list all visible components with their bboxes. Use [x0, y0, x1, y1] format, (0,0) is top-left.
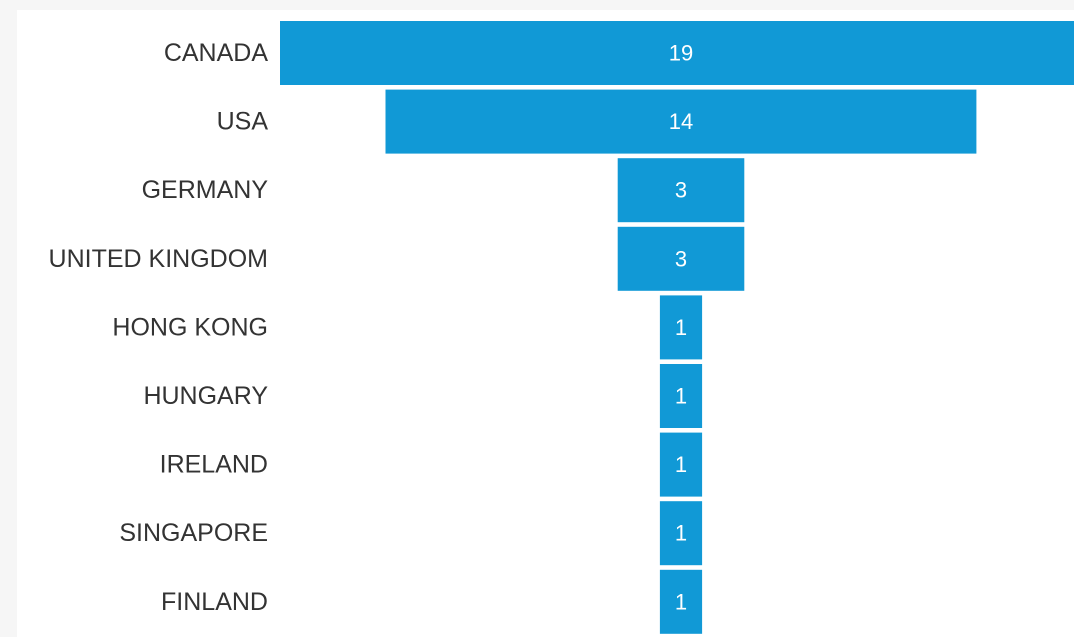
value-label: 1	[675, 452, 687, 477]
value-label: 1	[675, 521, 687, 546]
bar-canada[interactable]	[280, 21, 1074, 85]
bars	[280, 21, 1074, 634]
category-label: CANADA	[164, 39, 269, 67]
category-labels: CANADA USA GERMANY UNITED KINGDOM HONG KONG H…	[49, 39, 269, 616]
value-label: 1	[675, 384, 687, 409]
value-label: 1	[675, 315, 687, 340]
value-label: 3	[675, 178, 687, 203]
value-label: 14	[669, 109, 693, 134]
category-label: IRELAND	[160, 451, 268, 479]
bar-singapore[interactable]	[659, 501, 703, 566]
category-label: UNITED KINGDOM	[49, 245, 268, 273]
bar-hong-kong[interactable]	[659, 295, 703, 360]
bar-finland[interactable]	[659, 569, 703, 634]
bar-germany[interactable]	[617, 158, 745, 223]
category-label: GERMANY	[142, 176, 269, 204]
category-label: HONG KONG	[112, 313, 268, 341]
category-label: SINGAPORE	[119, 519, 268, 547]
category-label: HUNGARY	[143, 382, 268, 410]
bar-united-kingdom[interactable]	[617, 226, 745, 291]
bar-hungary[interactable]	[659, 364, 703, 428]
category-label: USA	[217, 108, 269, 136]
value-label: 3	[675, 246, 687, 271]
value-label: 19	[669, 41, 693, 66]
value-label: 1	[675, 589, 687, 614]
category-label: FINLAND	[161, 588, 268, 616]
bar-usa[interactable]	[385, 89, 977, 154]
value-labels: 19 14 3 3 1 1 1 1 1	[669, 41, 693, 615]
bar-ireland[interactable]	[659, 432, 703, 497]
